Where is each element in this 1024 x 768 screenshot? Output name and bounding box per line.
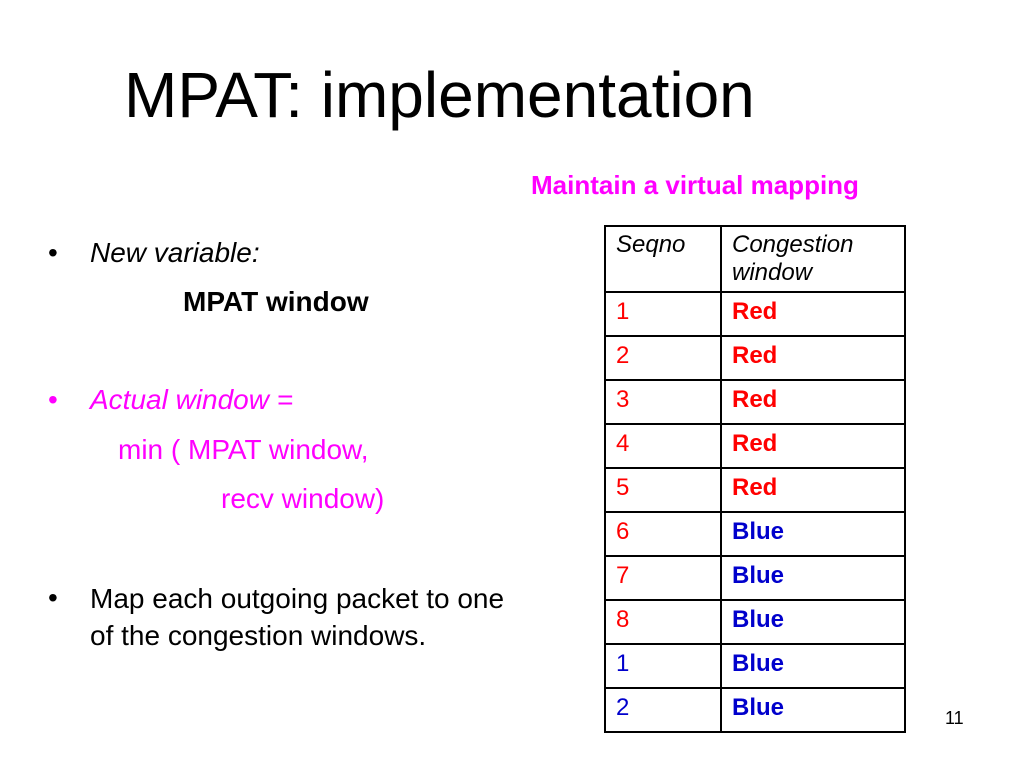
table-row: 2 Blue: [604, 687, 906, 733]
window-cell: Red: [720, 291, 906, 337]
seqno-cell: 5: [604, 467, 722, 513]
seqno-cell: 6: [604, 511, 722, 557]
bullet-text: Actual window =: [90, 384, 294, 415]
table-row: 6 Blue: [604, 511, 906, 557]
table-caption: Maintain a virtual mapping: [531, 170, 859, 200]
formula-line-1: min ( MPAT window,: [118, 434, 369, 465]
seqno-cell: 4: [604, 423, 722, 469]
window-cell: Red: [720, 467, 906, 513]
mpat-window-label: MPAT window: [183, 286, 369, 317]
table-row: 8 Blue: [604, 599, 906, 645]
window-cell: Red: [720, 335, 906, 381]
seqno-cell: 7: [604, 555, 722, 601]
header-seqno: Seqno: [604, 225, 722, 293]
seqno-cell: 1: [604, 291, 722, 337]
window-cell: Blue: [720, 511, 906, 557]
seqno-cell: 8: [604, 599, 722, 645]
window-cell: Red: [720, 379, 906, 425]
mapping-table: Seqno Congestion window 1 Red 2 Red 3 Re…: [604, 225, 906, 733]
seqno-cell: 1: [604, 643, 722, 689]
window-cell: Blue: [720, 555, 906, 601]
table-row: 2 Red: [604, 335, 906, 381]
table-row: 3 Red: [604, 379, 906, 425]
window-cell: Blue: [720, 643, 906, 689]
bullet-marker: •: [48, 384, 58, 415]
table-row: 4 Red: [604, 423, 906, 469]
seqno-cell: 3: [604, 379, 722, 425]
table-row: 1 Blue: [604, 643, 906, 689]
bullet-text: New variable:: [90, 237, 260, 268]
formula-line-2: recv window): [221, 483, 385, 514]
page-number: 11: [945, 708, 964, 728]
header-congestion-window: Congestion window: [720, 225, 906, 293]
window-cell: Red: [720, 423, 906, 469]
bullet-marker: •: [48, 237, 58, 268]
bullet-text: Map each outgoing packet to one of the c…: [90, 583, 505, 652]
table-row: 7 Blue: [604, 555, 906, 601]
table-row: 5 Red: [604, 467, 906, 513]
slide-title: MPAT: implementation: [124, 59, 755, 131]
table-header-row: Seqno Congestion window: [604, 225, 906, 293]
window-cell: Blue: [720, 687, 906, 733]
window-cell: Blue: [720, 599, 906, 645]
bullet-marker: •: [48, 582, 58, 613]
seqno-cell: 2: [604, 687, 722, 733]
seqno-cell: 2: [604, 335, 722, 381]
table-row: 1 Red: [604, 291, 906, 337]
